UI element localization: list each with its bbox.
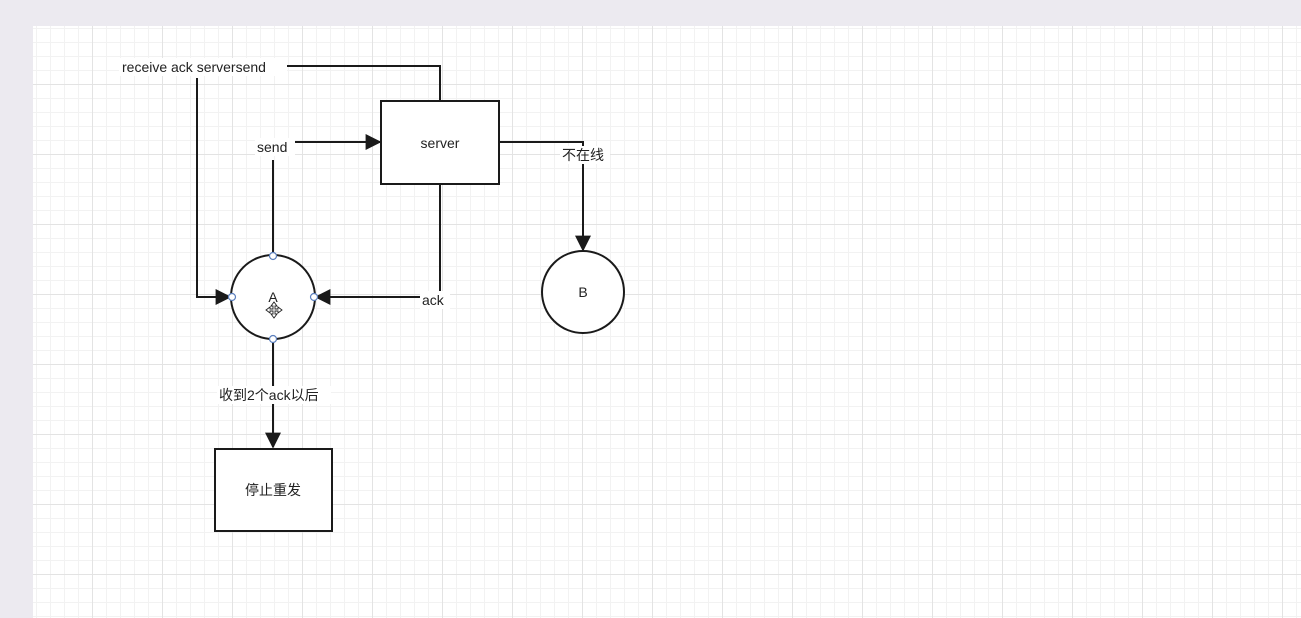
node-b[interactable]: B (541, 250, 625, 334)
edge-after-two-acks[interactable]: 收到2个ack以后 (217, 339, 331, 449)
node-b-label: B (578, 284, 587, 300)
edge-label-after-two-acks: 收到2个ack以后 (219, 387, 319, 403)
node-a-label: A (268, 289, 278, 305)
connection-handle-right[interactable] (309, 292, 319, 302)
node-server[interactable]: server (380, 100, 500, 185)
edge-label-bg (217, 386, 331, 404)
node-server-label: server (421, 135, 460, 151)
edge-send[interactable]: send (255, 134, 382, 255)
edge-label-receive-ack: receive ack serversend (122, 59, 266, 75)
edge-offline[interactable]: 不在线 (500, 141, 610, 252)
connection-handle-top[interactable] (268, 251, 278, 261)
edge-label-bg (560, 146, 610, 164)
connection-handle-bottom[interactable] (268, 334, 278, 344)
edge-ack[interactable]: ack (314, 185, 450, 309)
edge-receive-ack[interactable]: receive ack serversend (119, 58, 441, 305)
node-a[interactable]: A (227, 251, 319, 344)
move-cursor-icon (265, 301, 283, 319)
connection-handle-left[interactable] (227, 292, 237, 302)
node-stop-resend-label: 停止重发 (245, 482, 301, 498)
edge-label-bg (119, 58, 287, 76)
edge-label-offline: 不在线 (562, 147, 604, 163)
edge-label-ack: ack (422, 292, 445, 308)
node-stop-resend[interactable]: 停止重发 (214, 448, 333, 532)
edge-label-bg (255, 138, 295, 156)
edge-label-send: send (257, 139, 287, 155)
edge-label-bg (420, 291, 450, 309)
